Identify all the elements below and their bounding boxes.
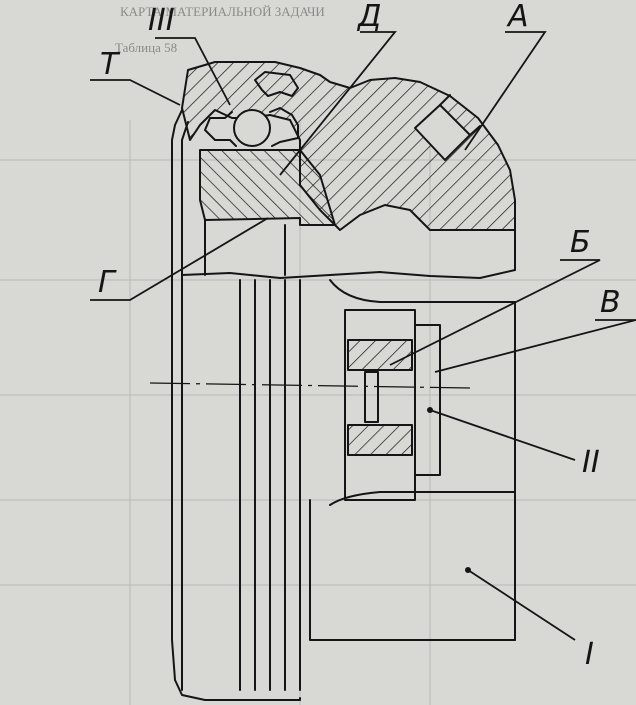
callout-a: А (508, 0, 529, 34)
background-table-label: Таблица 58 (115, 40, 178, 55)
point-i (465, 567, 471, 573)
hub-block (344, 309, 416, 501)
point-ii (427, 407, 433, 413)
callout-t: Т (100, 47, 119, 82)
inner-shell-line (181, 121, 189, 691)
callout-v: В (600, 285, 621, 320)
sleeve-edge (181, 269, 516, 279)
hub-upper-hatch (347, 339, 413, 371)
upper-curve (329, 279, 516, 303)
right-flange (414, 324, 441, 476)
leader-ii (429, 409, 576, 461)
leader-g (90, 217, 269, 301)
leader-a (464, 31, 547, 151)
callout-i: I (585, 637, 594, 672)
leader-iii (155, 37, 231, 106)
hub-lower-hatch (347, 424, 413, 456)
callout-ii: II (582, 445, 600, 480)
leader-b (389, 259, 601, 366)
leader-v (434, 319, 636, 373)
leader-t (90, 79, 181, 106)
hub-slot (364, 371, 379, 423)
outer-shell (171, 109, 301, 701)
callout-d: Д (358, 0, 382, 34)
leader-d (279, 31, 397, 176)
callout-b: Б (570, 225, 591, 260)
callout-iii: III (148, 3, 175, 38)
bearing-ring (199, 149, 336, 226)
callout-g: Г (98, 265, 115, 300)
shaft-lines (239, 279, 301, 691)
lower-block (309, 499, 516, 641)
leader-lines (90, 31, 636, 641)
background-form-title: КАРТА МАТЕРИАЛЬНОЙ ЗАДАЧИ (120, 4, 325, 19)
leader-i (467, 569, 576, 641)
bearing-ball (233, 109, 271, 147)
center-axis (149, 382, 471, 389)
ball-cage (204, 107, 299, 147)
seal-lip (254, 71, 299, 97)
lower-curve (329, 491, 516, 506)
